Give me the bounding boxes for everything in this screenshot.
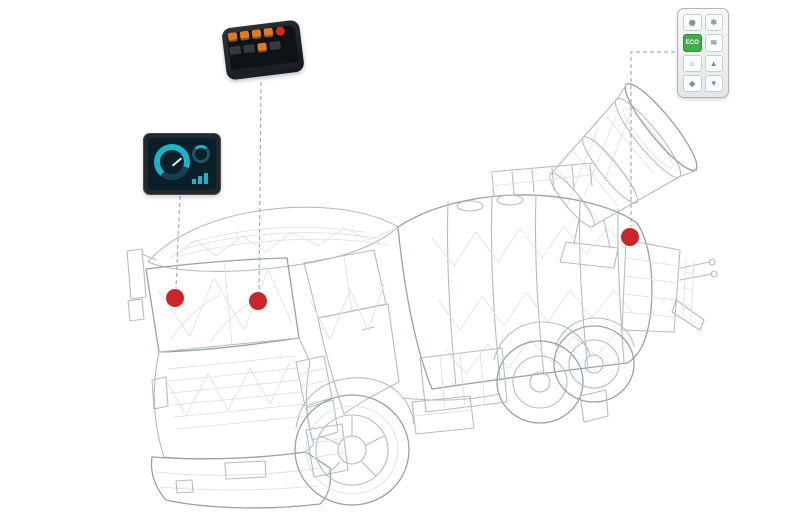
front-grille [151,337,339,460]
up-icon: ▲ [709,58,718,68]
amber-button-icon [263,27,274,38]
keypad-button-eco: ECO [683,34,702,52]
hotspot-marker-display[interactable] [166,289,184,307]
amber-button-icon [227,32,238,43]
keypad-button-fan: ❄ [704,14,723,32]
fan-icon: ❄ [710,18,718,28]
roof-railing [489,162,593,197]
connector-display [175,195,181,289]
chassis [401,347,508,435]
red-led-icon [275,26,286,37]
front-wheel [294,377,415,506]
amber-button-icon [257,42,268,53]
keypad-button-down: ▼ [704,74,723,92]
keypad-button-light: ☼ [683,54,702,72]
light-icon: ☼ [688,58,696,68]
down-icon: ▼ [709,78,718,88]
bumper [150,451,332,509]
power-icon: ◉ [688,18,696,28]
amber-button-icon [239,30,250,41]
eco-label: ECO [685,39,699,46]
connector-port-icon [229,45,242,56]
nozzle-icon: ◈ [689,78,696,88]
connector-port-icon [269,40,281,51]
secondary-gauge-icon [192,145,210,163]
level-bars-icon [192,173,208,184]
spray-icon: ≋ [710,38,718,48]
hotspot-marker-rear[interactable] [621,228,639,246]
speed-gauge-icon [154,144,190,180]
keypad-button-up: ▲ [704,54,723,72]
rear-equipment [621,239,718,333]
keypad-button-spray: ≋ [704,34,723,52]
hotspot-marker-controller[interactable] [249,292,267,310]
connector-port-icon [243,44,256,54]
controller-device [221,19,305,81]
rear-wheels [493,317,635,424]
amber-button-icon [251,29,262,40]
keypad-device: ◉ ❄ ECO ≋ ☼ ▲ ◈ ▼ [677,8,729,98]
keypad-button-power: ◉ [683,14,702,32]
tank-body [397,194,653,390]
display-screen [148,138,216,190]
fog-cannon [549,82,698,269]
keypad-button-nozzle: ◈ [683,74,702,92]
display-device [143,133,221,195]
callout-connectors [175,51,675,292]
connector-keypad [630,51,675,227]
